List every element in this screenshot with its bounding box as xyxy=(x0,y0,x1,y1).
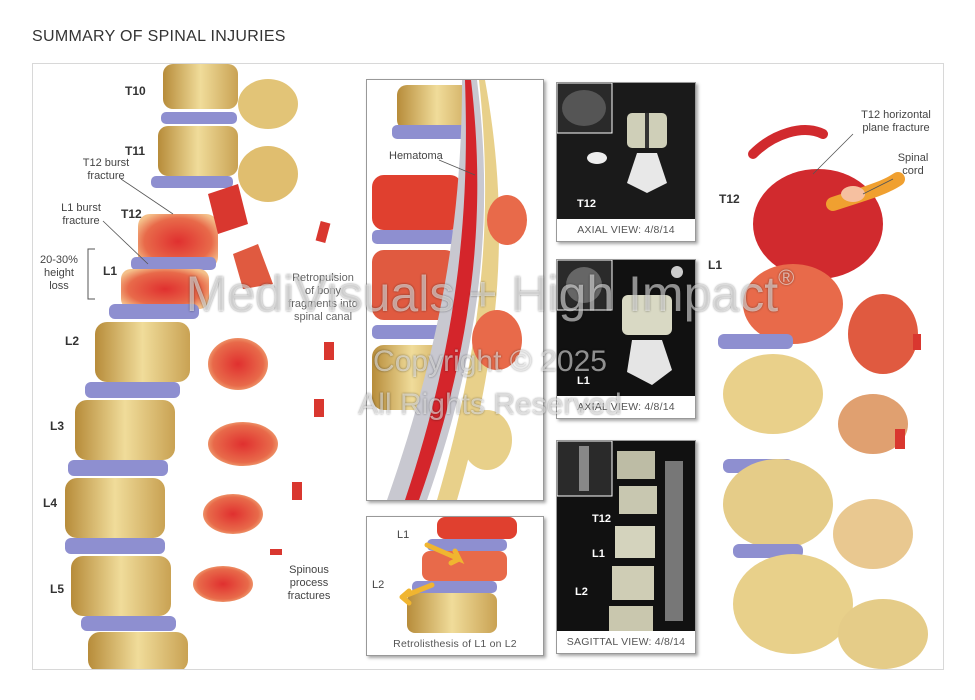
spinous-fractures-label: Spinous process fractures xyxy=(287,564,331,602)
height-loss-label: 20-30% height loss xyxy=(40,254,78,292)
sagittal-view-panel: T12 L1 L2 SAGITTAL VIEW: 4/8/14 xyxy=(556,440,696,654)
retro-l1-label: L1 xyxy=(397,529,410,541)
watermark-brand: MediVisuals + High Impact® xyxy=(160,265,820,323)
sagittal-l2-label: L2 xyxy=(575,586,588,598)
retropulsion-label: Retropulsion of bony fragments into spin… xyxy=(288,272,358,323)
hematoma-panel: Hematoma xyxy=(366,79,544,501)
sagittal-view-caption: SAGITTAL VIEW: 4/8/14 xyxy=(557,631,695,653)
axial-view-caption-t12: AXIAL VIEW: 4/8/14 xyxy=(557,219,695,241)
axial-view-t12-panel: T12 AXIAL VIEW: 4/8/14 xyxy=(556,82,696,242)
watermark-copyright: Copyright © 2025 xyxy=(373,345,607,378)
page-title: SUMMARY OF SPINAL INJURIES xyxy=(32,28,286,45)
registered-mark: ® xyxy=(778,265,795,290)
watermark-rights: All Rights Reserved xyxy=(358,388,622,421)
lumbar-spine-illustration xyxy=(65,64,334,669)
sagittal-t12-label: T12 xyxy=(592,513,611,525)
level-t12: T12 xyxy=(121,207,142,221)
t12-burst-fracture-label: T12 burst fracture xyxy=(82,157,130,182)
level-l5: L5 xyxy=(50,582,65,596)
spinal-cord-label: Spinal cord xyxy=(897,152,929,177)
retro-l2-label: L2 xyxy=(372,579,385,591)
level-t10: T10 xyxy=(125,84,146,98)
level-l2: L2 xyxy=(65,334,80,348)
sagittal-ct-image: T12 L1 L2 xyxy=(557,441,695,631)
retrolisthesis-caption: Retrolisthesis of L1 on L2 xyxy=(367,633,543,655)
axial-view-caption-l1: AXIAL VIEW: 4/8/14 xyxy=(557,396,695,418)
retrolisthesis-illustration xyxy=(399,517,517,633)
level-l3: L3 xyxy=(50,419,65,433)
watermark-brand-text: MediVisuals + High Impact xyxy=(185,266,779,322)
sagittal-l1-label: L1 xyxy=(592,548,605,560)
l1-burst-fracture-label: L1 burst fracture xyxy=(61,202,101,227)
axial-t12-level-label: T12 xyxy=(577,198,596,210)
hematoma-illustration xyxy=(372,80,527,500)
axial-ct-image-t12: T12 xyxy=(557,83,695,219)
axial-ct-image-l1: L1 xyxy=(557,260,695,396)
right-l1-label: L1 xyxy=(708,258,723,272)
t12-horizontal-fracture-label: T12 horizontal plane fracture xyxy=(861,109,931,134)
retrolisthesis-panel: L1 L2 Retrolisthesis of L1 on L2 xyxy=(366,516,544,656)
level-t11: T11 xyxy=(125,144,146,158)
hematoma-label: Hematoma xyxy=(389,150,443,162)
level-l4: L4 xyxy=(43,496,58,510)
axial-view-l1-panel: L1 AXIAL VIEW: 4/8/14 xyxy=(556,259,696,419)
right-t12-label: T12 xyxy=(719,192,740,206)
axial-l1-level-label: L1 xyxy=(577,375,590,387)
level-l1: L1 xyxy=(103,264,118,278)
